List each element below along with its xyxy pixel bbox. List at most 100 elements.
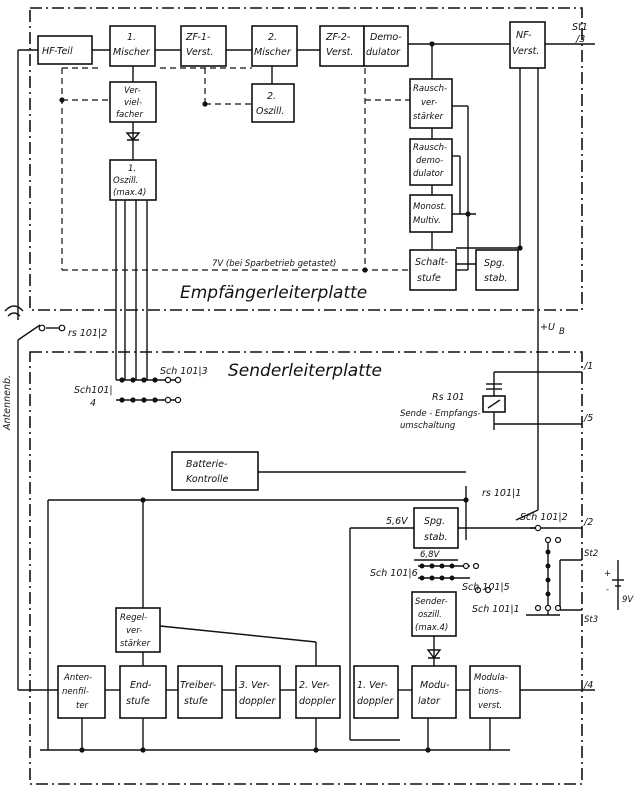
rx-voltage-stabilizer-block: Spg. stab. [475,249,519,291]
svg-text:doppler: doppler [239,696,276,707]
noise-demodulator-block: Rausch- demo- dulator [409,138,453,186]
svg-text:verst.: verst. [478,701,502,711]
svg-text:Multiv.: Multiv. [413,216,441,226]
receiver-junctions [59,41,523,273]
svg-text:Demo-: Demo- [370,32,402,43]
svg-text:HF-Teil: HF-Teil [42,46,73,57]
switch-stage-block: Schalt- stufe [409,249,457,291]
battery-label-minus: - [606,585,609,595]
antenna-filter-block: Anten- nenfil- ter [57,665,106,719]
oscillator-select-switch [116,376,182,404]
pin2-label: /2 [583,517,593,528]
sparbetrieb-label: 7V (bei Sparbetrieb getastet) [212,259,336,269]
svg-text:Sender-: Sender- [415,597,448,607]
sch1014-label-1: Sch101| [74,385,113,396]
sch1016-label: Sch 101|6 [370,568,418,579]
svg-text:Batterie-: Batterie- [186,459,228,470]
svg-text:stab.: stab. [424,532,448,543]
svg-text:stufe: stufe [184,696,208,707]
svg-text:doppler: doppler [299,696,336,707]
agc-block: Regel- ver- stärker [115,607,161,653]
pin5-label: /5 [583,413,593,424]
sch1011-label: Sch 101|1 [472,604,520,615]
svg-text:lator: lator [418,696,441,707]
modulation-amplifier-block: Modula- tions- verst. [469,665,521,719]
monoflop-block: Monost. Multiv. [409,194,453,233]
v56-label: 5,6V [386,516,409,527]
svg-text:tions-: tions- [478,687,502,697]
svg-text:(max.4): (max.4) [113,188,146,198]
svg-text:stärker: stärker [413,112,444,122]
svg-text:stab.: stab. [484,273,508,284]
svg-text:(max.4): (max.4) [415,623,448,633]
svg-text:facher: facher [116,110,143,120]
svg-text:2.: 2. [267,91,276,102]
svg-text:stärker: stärker [120,639,151,649]
svg-text:Monost.: Monost. [413,202,447,212]
doubler3-block: 3. Ver- doppler [235,665,281,719]
osc1-block: 1. Oszill. (max.4) [109,159,157,201]
svg-text:nenfil-: nenfil- [62,687,89,697]
battery-label-volts: 9V [622,595,634,605]
svg-text:2.: 2. [268,32,277,43]
svg-text:Regel-: Regel- [120,613,147,623]
svg-text:demo-: demo- [416,156,443,166]
antenna-wiring [4,49,66,691]
svg-text:Verst.: Verst. [512,46,539,57]
svg-text:1. Ver-: 1. Ver- [357,680,388,691]
svg-text:Modula-: Modula- [474,673,508,683]
svg-text:doppler: doppler [357,696,394,707]
receiver-board-title: Empfängerleiterplatte [180,283,367,303]
svg-text:Treiber-: Treiber- [180,680,217,691]
pin1-label: /1 [583,361,593,372]
st1-label: St1 [572,22,588,33]
svg-text:ZF-2-: ZF-2- [325,32,351,43]
svg-text:NF-: NF- [516,30,532,41]
svg-text:End-: End- [130,680,152,691]
svg-text:2. Ver-: 2. Ver- [299,680,330,691]
antenna-label: Antennenb. [2,375,13,431]
multiplier-block: Ver- viel- facher [109,81,157,123]
svg-text:dulator: dulator [413,169,444,179]
transmitter-board-frame [29,351,583,785]
mixer2-block: 2. Mischer [251,25,298,67]
modulator-block: Modu- lator [411,665,457,719]
svg-text:Schalt-: Schalt- [415,257,448,268]
mixer1-block: 1. Mischer [109,25,156,67]
svg-text:Anten-: Anten- [63,673,92,683]
svg-text:Rausch-: Rausch- [413,143,447,153]
tx-diode-icon [426,649,442,660]
st2-label: St2 [584,549,598,559]
svg-text:dulator: dulator [366,47,401,58]
pin3-label: /3 [575,34,585,45]
svg-text:ter: ter [76,701,89,711]
rs1011-label: rs 101|1 [482,488,521,499]
output-stage-block: End- stufe [119,665,167,719]
svg-text:oszill.: oszill. [418,610,442,620]
antenna-switch-label: rs 101|2 [68,328,107,339]
svg-text:3. Ver-: 3. Ver- [239,680,270,691]
svg-text:Kontrolle: Kontrolle [186,474,228,485]
svg-text:Spg.: Spg. [484,258,505,269]
svg-text:Oszill.: Oszill. [113,176,138,186]
svg-text:ZF-1-: ZF-1- [185,32,211,43]
relay-desc-1: Sende - Empfangs- [400,409,481,419]
tx-oscillator-block: Sender- oszill. (max.4) [411,591,457,637]
svg-text:Verst.: Verst. [326,47,353,58]
st3-label: St3 [584,615,598,625]
osc2-block: 2. Oszill. [251,83,295,123]
ub-subscript: B [559,327,565,337]
svg-text:ver-: ver- [421,98,437,108]
hf-block: HF-Teil [37,35,93,65]
driver-stage-block: Treiber- stufe [177,665,223,719]
rs101-label: Rs 101 [432,392,465,403]
svg-text:1.: 1. [128,164,136,174]
pin4-label: /4 [583,680,593,691]
doubler1-block: 1. Ver- doppler [353,665,399,719]
battery-label-plus: + [604,569,611,579]
noise-amplifier-block: Rausch- ver- stärker [409,78,453,129]
zf1-block: ZF-1- Verst. [180,25,227,67]
doubler2-block: 2. Ver- doppler [295,665,341,719]
svg-text:viel-: viel- [124,98,142,108]
receiver-board-frame [29,7,583,311]
